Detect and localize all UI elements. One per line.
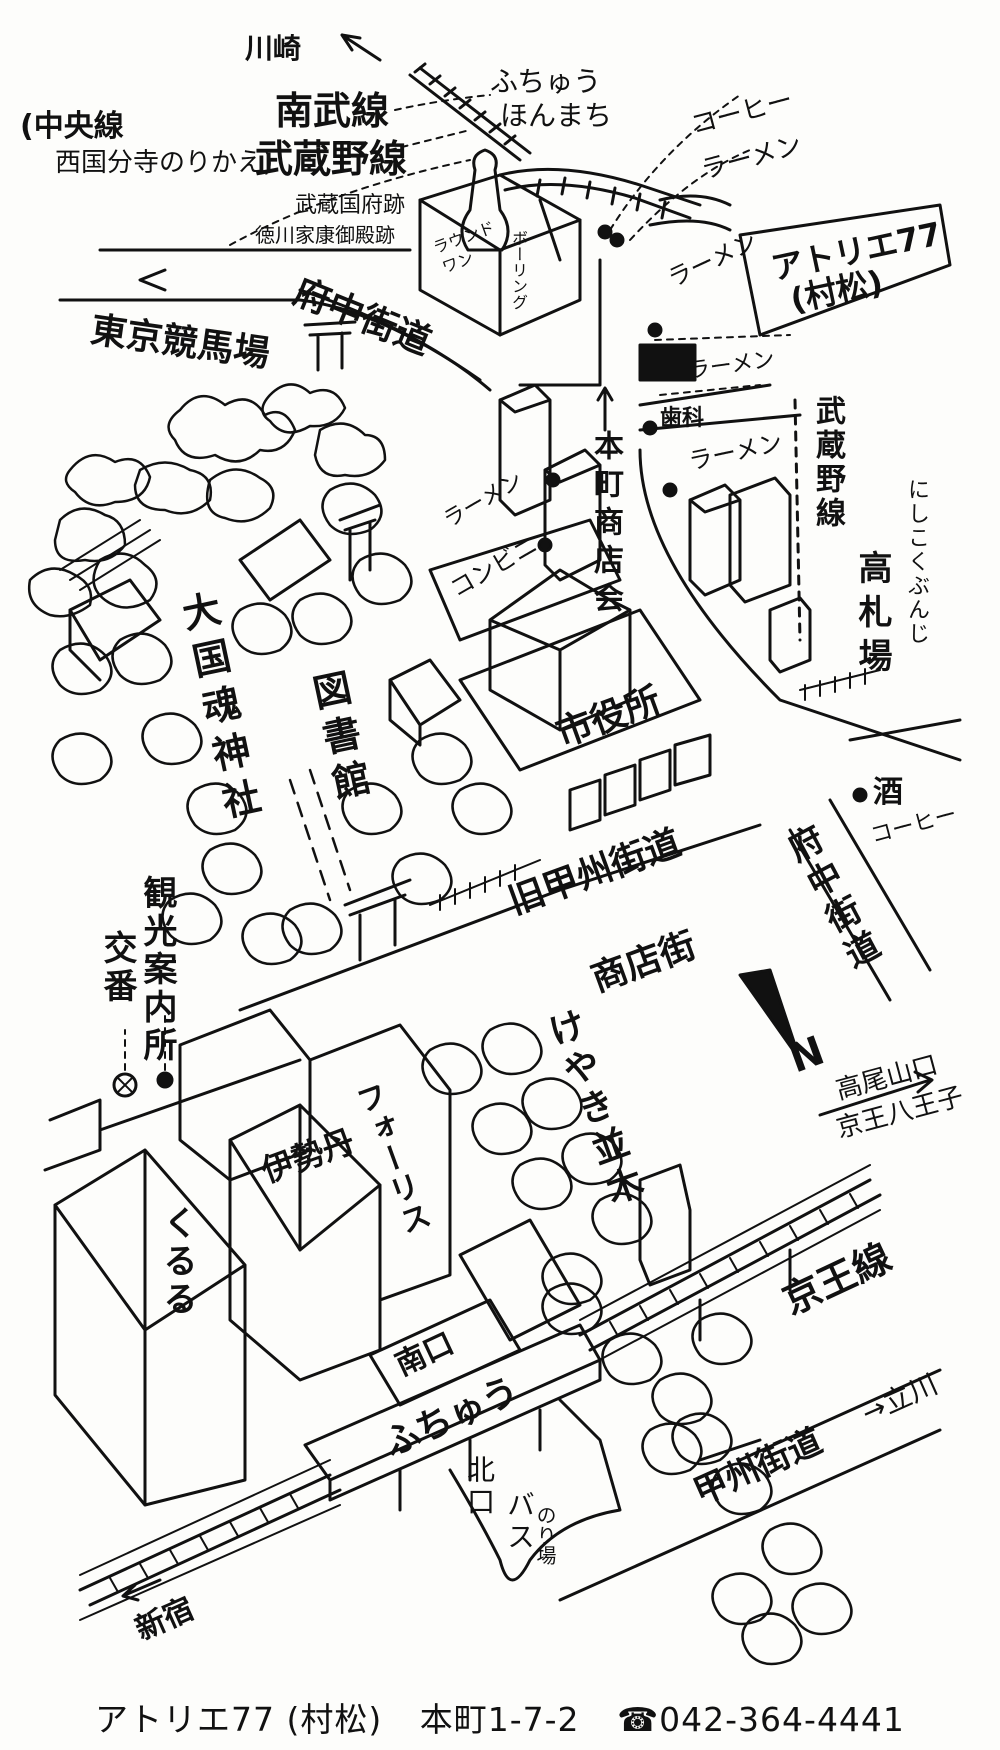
left-tree-cluster — [27, 383, 513, 966]
dot-sake — [852, 787, 868, 803]
label-koban: 交番 — [97, 930, 137, 1006]
shrine-building-1 — [68, 578, 162, 682]
road-fuchu-kaido-right-1 — [788, 828, 892, 1002]
station-pillars — [398, 1248, 792, 1512]
footer-name: アトリエ77 (村松) — [95, 1700, 383, 1739]
arrow-takao — [818, 1070, 934, 1117]
keyaki-trees — [421, 1022, 853, 1666]
road-koshu-kaido-bottom-1 — [558, 1428, 942, 1602]
dot-koban — [156, 1071, 174, 1089]
road-koshu-kaido-bottom-2 — [738, 1368, 942, 1462]
keio-railway — [78, 1164, 882, 1621]
shrine-roof-hatching — [59, 519, 161, 591]
atelier-location-marker — [638, 343, 697, 382]
arrow-kawasaki — [340, 33, 382, 62]
musashino-railway-top — [498, 167, 702, 220]
label-nishikokubunji-right: にしこくぶんじ — [904, 478, 929, 646]
fence-bottom — [429, 859, 541, 911]
road-right-3 — [638, 448, 962, 762]
label-honmachi-shotenkai: 本町商店会 — [588, 430, 623, 620]
label-tokugawa-goten: 徳川家康御殿跡 — [255, 223, 395, 247]
label-kawasaki: 川崎 — [245, 32, 302, 65]
building-kururu — [53, 1148, 247, 1507]
road-kyu-koshu-2 — [98, 1058, 302, 1132]
dot-ramen-4 — [662, 482, 678, 498]
torii-top — [303, 320, 357, 372]
dot-ramen-2 — [609, 232, 625, 248]
row-buildings — [568, 733, 712, 832]
footer-address: 本町1-7-2 — [419, 1700, 580, 1739]
musashino-dotted-line — [389, 129, 471, 151]
minamiguchi-block — [368, 1298, 522, 1407]
building-right-1 — [688, 483, 742, 597]
shrine-building-2 — [238, 518, 332, 602]
road-center-2 — [538, 198, 562, 262]
label-chuo-line: (中央線 — [20, 109, 124, 144]
honmachi-block — [428, 518, 622, 642]
koban-symbol — [112, 1072, 138, 1098]
footer-phone: ☎042-364-4441 — [617, 1700, 905, 1739]
atelier-box — [738, 203, 952, 337]
building-right-2 — [728, 476, 792, 604]
dot-atelier — [647, 322, 663, 338]
label-fuchu-honmachi-1: ふちゅう — [490, 65, 602, 98]
road-left-block — [43, 1098, 102, 1172]
rail-right-short — [658, 194, 732, 207]
building-tall-2 — [543, 448, 602, 582]
label-nishikokubunji-transfer: 西国分寺のりかえ) — [55, 148, 274, 178]
building-tall-1 — [498, 383, 552, 517]
road-center-1 — [518, 258, 602, 387]
road-fuchu-kaido-top — [298, 288, 492, 392]
building-station-block — [458, 1218, 582, 1342]
building-forest — [308, 1023, 452, 1302]
footer: アトリエ77 (村松) 本町1-7-2 ☎042-364-4441 — [95, 1693, 931, 1741]
label-musashi-kokufu: 武蔵国府跡 — [295, 193, 406, 218]
approach-dashes — [288, 768, 352, 902]
bus-area — [448, 1398, 622, 1582]
arrow-shinjuku — [121, 1578, 162, 1602]
dotted-ramen-b — [659, 384, 761, 396]
nambu-railway-track — [408, 62, 532, 162]
road-fuchu-kaido-right-2 — [828, 798, 932, 972]
label-sake: 酒 — [873, 775, 903, 810]
arrow-left-top — [138, 268, 167, 292]
library-building — [388, 658, 462, 747]
label-bus-noriba-2: のり場 — [533, 1505, 557, 1565]
chuo-dotted-line — [229, 159, 471, 246]
musashino-right-dash — [793, 398, 802, 642]
dotted-ramen-a — [654, 334, 791, 341]
label-musashino-line-right: 武蔵野線 — [810, 395, 845, 531]
takafudaba-fence — [799, 668, 881, 701]
label-bowling: ボーリング — [509, 230, 528, 310]
label-musashino-line: 武蔵野線 — [255, 137, 408, 181]
label-dental: 歯科 — [660, 406, 705, 431]
dot-ramen-1 — [597, 224, 613, 240]
label-nambu-line: 南武線 — [275, 89, 390, 133]
torii-middle — [338, 503, 382, 582]
dot-dental — [642, 420, 658, 436]
building-right-3 — [768, 596, 812, 674]
road-bottom-right — [698, 1438, 762, 1462]
label-bus-noriba-1: バス — [503, 1490, 536, 1554]
road-kyu-koshu-1 — [238, 823, 762, 1012]
road-right-1 — [638, 383, 772, 407]
label-kururu: くるる — [157, 1205, 197, 1319]
label-fuchu-honmachi-2: ほんまち — [500, 99, 613, 132]
dotted-honmachi-arrow — [596, 386, 614, 432]
rail-right-short-2 — [648, 219, 732, 232]
label-kanko-annaijo: 観光案内所 — [137, 875, 177, 1065]
city-hall-block — [458, 608, 702, 772]
building-right-small — [638, 1163, 692, 1287]
torii-bottom — [343, 878, 412, 962]
label-kitaguchi: 北口 — [463, 1455, 496, 1519]
road-right-2 — [638, 413, 802, 432]
road-right-edge — [848, 718, 962, 742]
nambu-dotted-line — [394, 94, 491, 111]
north-arrow — [738, 968, 802, 1062]
round-one-building — [418, 148, 582, 337]
label-takafudaba: 高札場 — [852, 550, 892, 682]
rail-to-ramen — [629, 149, 751, 241]
building-left-top — [178, 1008, 312, 1182]
